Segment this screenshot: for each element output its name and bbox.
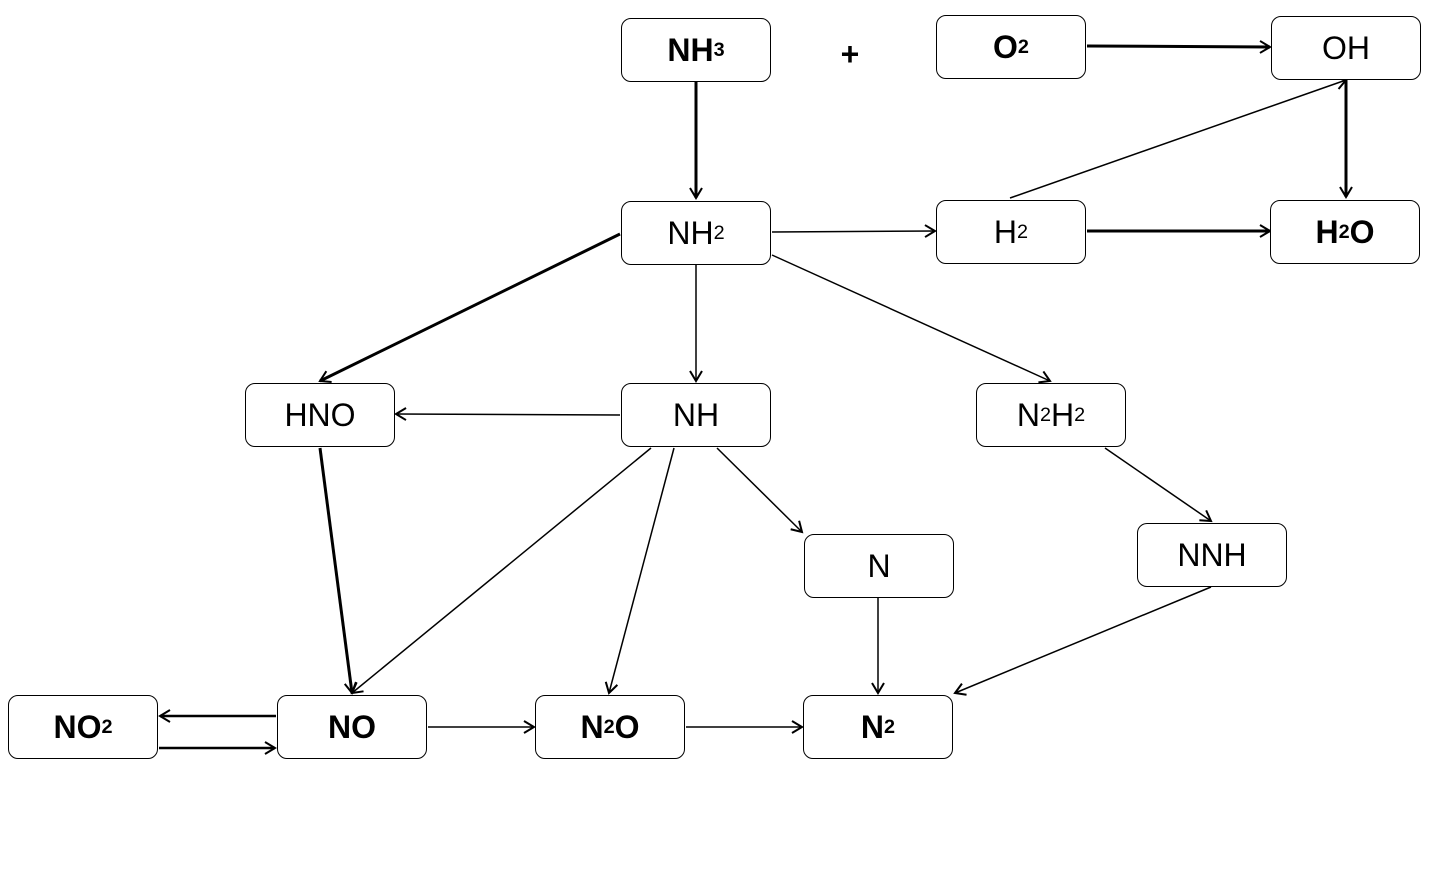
edge-nh2-to-hno — [318, 232, 621, 383]
node-nnh: NNH — [1137, 523, 1287, 587]
node-oh: OH — [1271, 16, 1421, 80]
edge-nh2-to-n2h2 — [771, 254, 1052, 384]
edge-nnh-to-n2 — [953, 586, 1212, 696]
edge-nh2-to-h2 — [771, 224, 937, 238]
node-n: N — [804, 534, 954, 598]
edge-hno-to-no — [318, 447, 358, 695]
edge-n2h2-to-nnh — [1104, 447, 1213, 523]
edge-o2-to-oh — [1086, 40, 1272, 54]
plus-sign: + — [840, 35, 860, 72]
edge-nh-to-n — [716, 447, 804, 534]
edge-nh-to-n2o — [604, 447, 675, 695]
node-hno: HNO — [245, 383, 395, 447]
edge-nh-to-no — [350, 447, 652, 695]
node-nh: NH — [621, 383, 771, 447]
edge-h2-to-oh — [1009, 76, 1348, 199]
node-no: NO — [277, 695, 427, 759]
edge-nh-to-hno — [394, 407, 621, 421]
